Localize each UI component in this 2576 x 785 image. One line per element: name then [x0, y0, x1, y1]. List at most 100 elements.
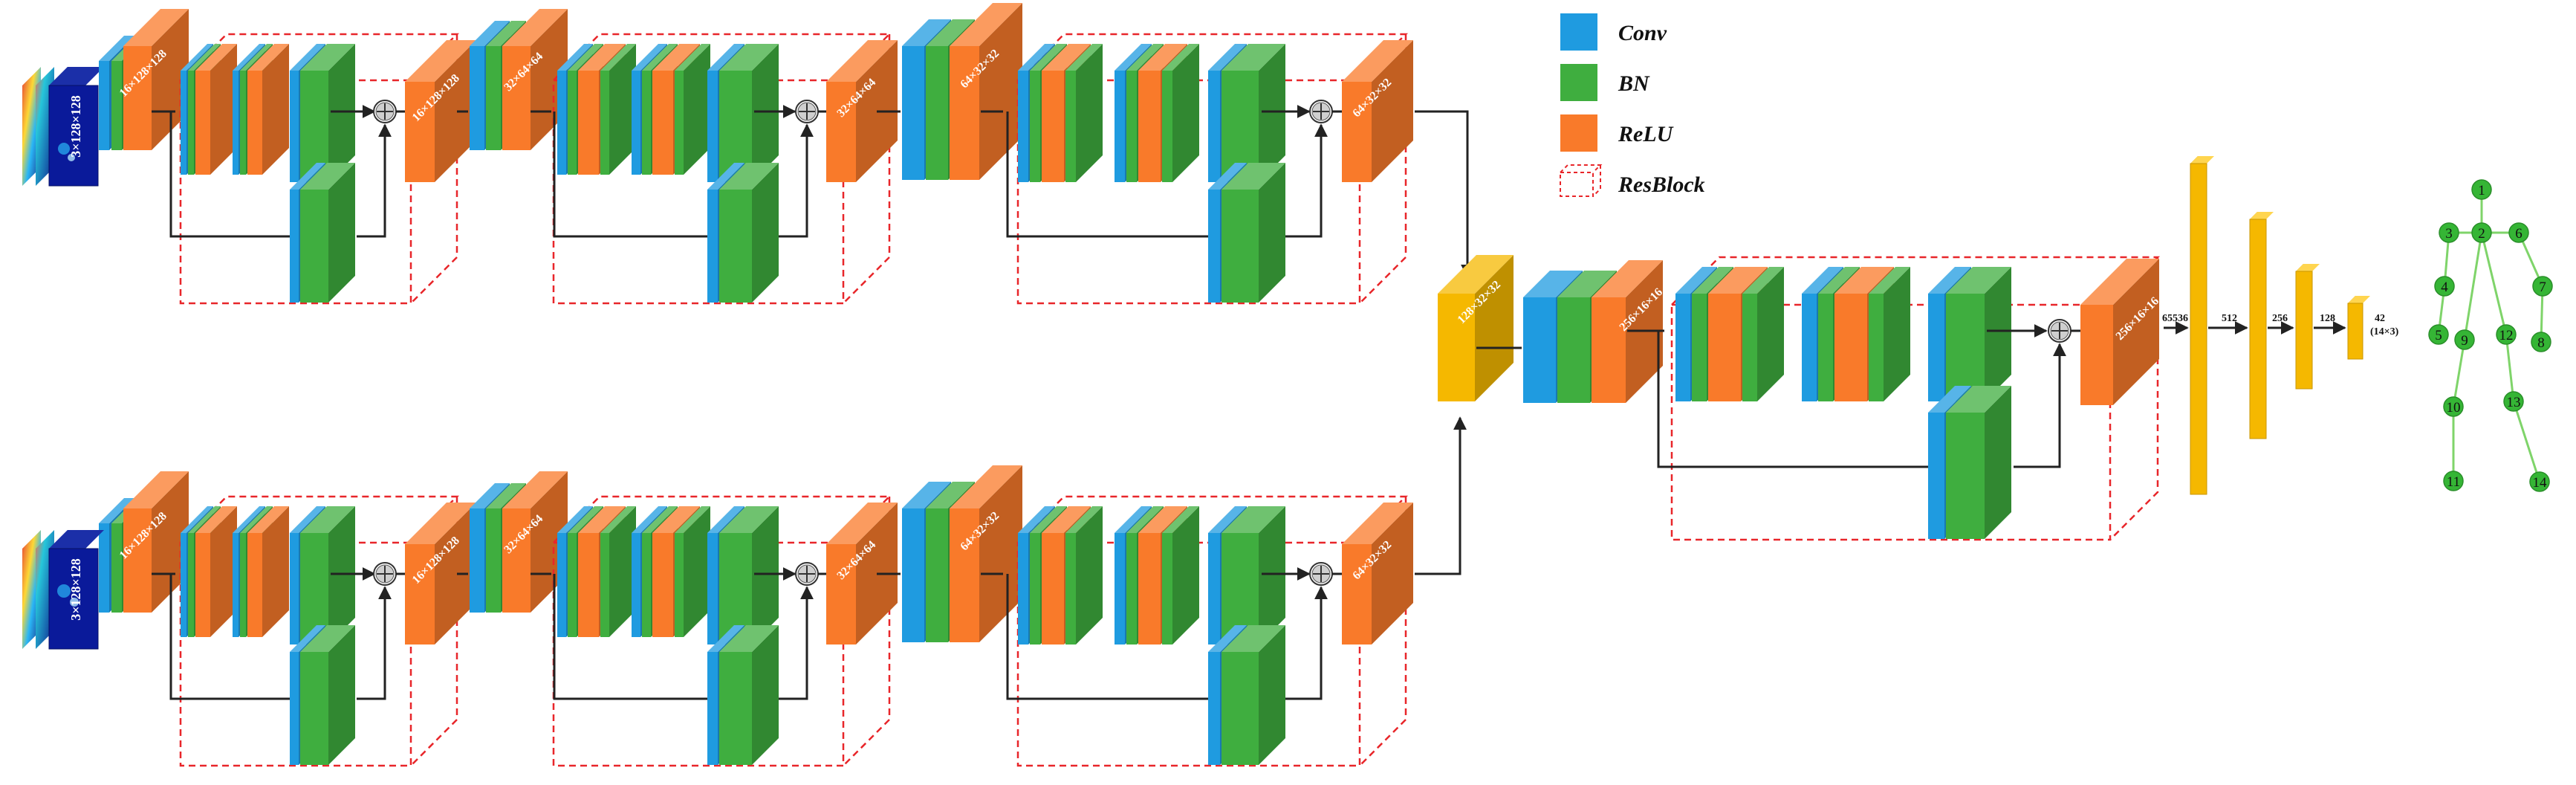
- top-rb3-last-bn: [1222, 44, 1285, 182]
- bottom-rb1-sc-bn: [300, 625, 355, 765]
- joint-6: 6: [2508, 222, 2529, 243]
- fusion-rb-sc-up: [2014, 343, 2066, 468]
- bottom-rb3-skip: [1006, 574, 1208, 700]
- top-rb2-1-bn2: [675, 44, 710, 175]
- top-rb1-add: [373, 100, 397, 123]
- joint-3: 3: [2439, 222, 2459, 243]
- top-rb1-sc-bn: [300, 163, 355, 303]
- legend-conv-label: Conv: [1618, 21, 1667, 45]
- fc-256-bar: [2249, 212, 2274, 439]
- top-rb1-0-relu: [195, 44, 237, 175]
- top-s1-relu: [123, 9, 189, 150]
- joint-label-2: 2: [2478, 226, 2485, 242]
- legend-resblock-swatch: [1560, 172, 1594, 197]
- bottom-rb3-sc-up: [1285, 586, 1328, 700]
- legend-conv: Conv: [1560, 13, 1667, 51]
- bottom-rb3-add: [1309, 562, 1333, 586]
- top-rb2-sc-bn: [719, 163, 779, 303]
- joint-4: 4: [2434, 276, 2455, 297]
- input-label-top: 3×128×128: [68, 95, 83, 158]
- joint-14: 14: [2529, 471, 2550, 492]
- input-label-bottom: 3×128×128: [68, 558, 83, 621]
- input-heatmap-bottom: 3×128×128: [22, 530, 104, 650]
- legend-bn-label: BN: [1618, 71, 1650, 96]
- branch-top-layers: [99, 3, 1413, 305]
- fc-512-bar: [2190, 156, 2214, 495]
- fusion-rb-out-relu: [2080, 259, 2159, 405]
- bottom-rb1-sc-up: [357, 586, 392, 700]
- bottom-rb1-1-relu: [247, 506, 289, 637]
- joint-label-13: 13: [2507, 395, 2521, 410]
- output-shape-label: (14×3): [2370, 326, 2399, 337]
- top-rb3-add: [1309, 100, 1333, 123]
- joint-5: 5: [2428, 324, 2449, 345]
- joint-label-4: 4: [2441, 280, 2448, 295]
- top-rb3-0-bn2: [1065, 44, 1103, 182]
- joint-label-8: 8: [2537, 335, 2545, 351]
- bottom-rb3-0-bn2: [1065, 506, 1103, 645]
- fc-512-label: 512: [2222, 313, 2237, 324]
- top-rb1-out-relu: [405, 40, 476, 182]
- joint-10: 10: [2443, 396, 2464, 417]
- joint-label-1: 1: [2478, 183, 2485, 198]
- top-rb1-1-relu: [247, 44, 289, 175]
- legend-relu-swatch: [1560, 114, 1597, 152]
- bottom-rb3-last-bn: [1222, 506, 1285, 645]
- top-rb2-last-bn: [719, 44, 779, 182]
- top-rb2-sc-up: [779, 123, 814, 238]
- bottom-rb2-1-bn2: [675, 506, 710, 637]
- joint-label-7: 7: [2539, 280, 2546, 295]
- top-rb1-skip: [169, 112, 290, 238]
- branch-top: 3×128×128: [22, 67, 104, 187]
- concat-block: [1438, 255, 1514, 401]
- bottom-rb2-skip: [553, 574, 707, 700]
- top-rb1-last-bn: [300, 44, 355, 182]
- legend-relu: ReLU: [1560, 114, 1674, 152]
- bottom-rb2-add: [795, 562, 819, 586]
- fusion-layers: [1415, 110, 2161, 575]
- fusion-rb-last-bn: [1946, 267, 2011, 401]
- joint-11: 11: [2443, 471, 2464, 491]
- joint-label-10: 10: [2447, 400, 2461, 416]
- joint-8: 8: [2531, 332, 2551, 352]
- fc-42-bar: [2347, 296, 2370, 360]
- output-size-label: 42: [2375, 313, 2385, 324]
- bottom-rb1-0-relu: [195, 506, 237, 637]
- joint-12: 12: [2496, 324, 2517, 345]
- joint-label-6: 6: [2515, 226, 2523, 242]
- legend-resblock-label: ResBlock: [1618, 172, 1705, 197]
- legend-bn: BN: [1560, 64, 1650, 101]
- arrow-bottom-to-concat: [1415, 416, 1467, 575]
- fc-256-label: 256: [2272, 313, 2288, 324]
- bottom-rb1-add: [373, 562, 397, 586]
- joint-label-12: 12: [2499, 328, 2514, 343]
- joint-1: 1: [2471, 179, 2492, 200]
- legend-conv-swatch: [1560, 13, 1597, 51]
- top-rb3-sc-up: [1285, 123, 1328, 238]
- arrow-top-to-concat: [1415, 110, 1474, 278]
- top-s3-relu: [950, 3, 1022, 180]
- legend-bn-swatch: [1560, 64, 1597, 101]
- bottom-rb2-sc-up: [779, 586, 814, 700]
- fusion-rb-0-bn2: [1742, 267, 1784, 401]
- fusion-rb-add: [2048, 319, 2071, 343]
- bottom-rb2-sc-bn: [719, 625, 779, 765]
- top-rb3-out-relu: [1342, 40, 1413, 182]
- bottom-s1-relu: [123, 471, 189, 613]
- top-rb3-1-bn2: [1162, 44, 1199, 182]
- bottom-s3-relu: [950, 465, 1022, 642]
- fusion-relu: [1592, 260, 1663, 403]
- top-rb2-0-bn2: [600, 44, 636, 175]
- bottom-rb1-skip: [169, 574, 290, 700]
- legend-relu-label: ReLU: [1618, 122, 1674, 146]
- fusion-rb-skip: [1657, 331, 1928, 468]
- joint-2: 2: [2471, 222, 2492, 243]
- bottom-rb2-0-bn2: [600, 506, 636, 637]
- fc-128-label: 128: [2320, 313, 2335, 324]
- top-rb3-sc-bn: [1222, 163, 1285, 303]
- fc-flatten-label: 65536: [2162, 313, 2188, 324]
- joint-9: 9: [2454, 329, 2475, 350]
- bottom-rb3-out-relu: [1342, 503, 1413, 645]
- joint-label-11: 11: [2447, 474, 2460, 490]
